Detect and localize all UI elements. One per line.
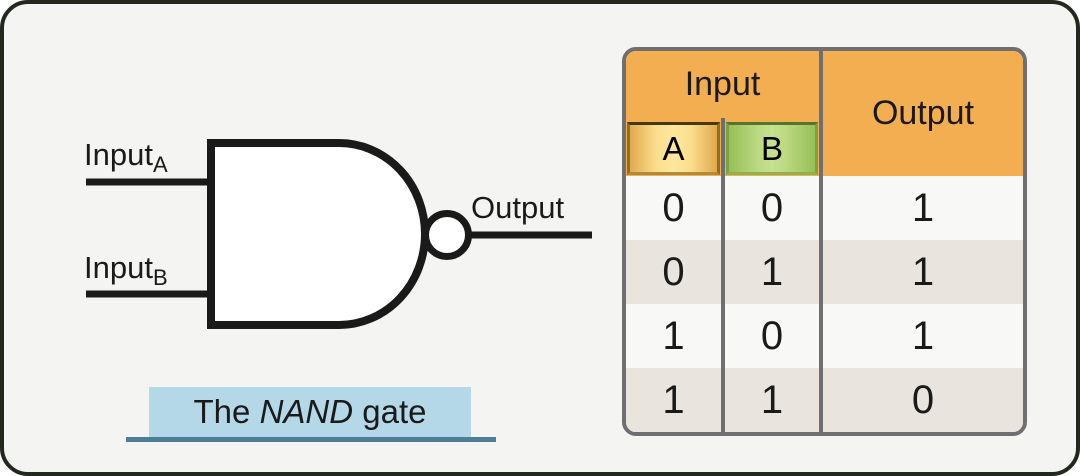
table-cell-r2-out: 1 bbox=[823, 240, 1023, 304]
input-b-label: InputB bbox=[84, 250, 168, 289]
input-b-text: Input bbox=[84, 250, 153, 285]
table-cell-r2-b: 1 bbox=[725, 240, 823, 304]
nand-gate-drawing bbox=[86, 139, 592, 329]
column-b-chip: B bbox=[726, 122, 818, 175]
input-a-label: InputA bbox=[84, 137, 168, 176]
table-cell-r3-a: 1 bbox=[626, 304, 725, 368]
output-label: Output bbox=[471, 190, 564, 226]
gate-body bbox=[207, 139, 429, 329]
table-cell-r1-out: 1 bbox=[823, 176, 1023, 240]
table-header-input: Input bbox=[626, 51, 823, 118]
header-input-text: Input bbox=[684, 65, 761, 103]
input-a-subscript: A bbox=[152, 152, 168, 177]
table-cell-r3-out: 1 bbox=[823, 304, 1023, 368]
column-a-text: A bbox=[662, 129, 685, 167]
table-cell-r4-a: 1 bbox=[626, 368, 725, 432]
table-cell-r2-a: 0 bbox=[626, 240, 725, 304]
table-cell-r3-b: 0 bbox=[725, 304, 823, 368]
input-a-text: Input bbox=[84, 137, 153, 172]
table-cell-r1-a: 0 bbox=[626, 176, 725, 240]
caption-box: The NAND gate bbox=[149, 387, 471, 437]
caption-gate-name: NAND bbox=[259, 393, 354, 430]
caption-prefix: The bbox=[193, 393, 260, 430]
output-text: Output bbox=[471, 190, 565, 225]
header-output-text: Output bbox=[871, 94, 975, 132]
column-a-chip: A bbox=[627, 122, 720, 175]
caption-suffix: gate bbox=[353, 393, 427, 430]
column-a-header-cell: A bbox=[626, 118, 725, 176]
truth-table: Input Output A B 0 0 1 0 1 1 1 0 1 1 1 0 bbox=[622, 47, 1027, 436]
table-cell-r1-b: 0 bbox=[725, 176, 823, 240]
input-b-subscript: B bbox=[152, 265, 168, 290]
column-b-text: B bbox=[760, 129, 783, 167]
table-header-output: Output bbox=[823, 51, 1023, 176]
column-b-header-cell: B bbox=[725, 118, 823, 176]
caption-underline bbox=[126, 437, 496, 442]
table-cell-r4-b: 1 bbox=[725, 368, 823, 432]
inversion-bubble bbox=[422, 210, 472, 260]
table-cell-r4-out: 0 bbox=[823, 368, 1023, 432]
